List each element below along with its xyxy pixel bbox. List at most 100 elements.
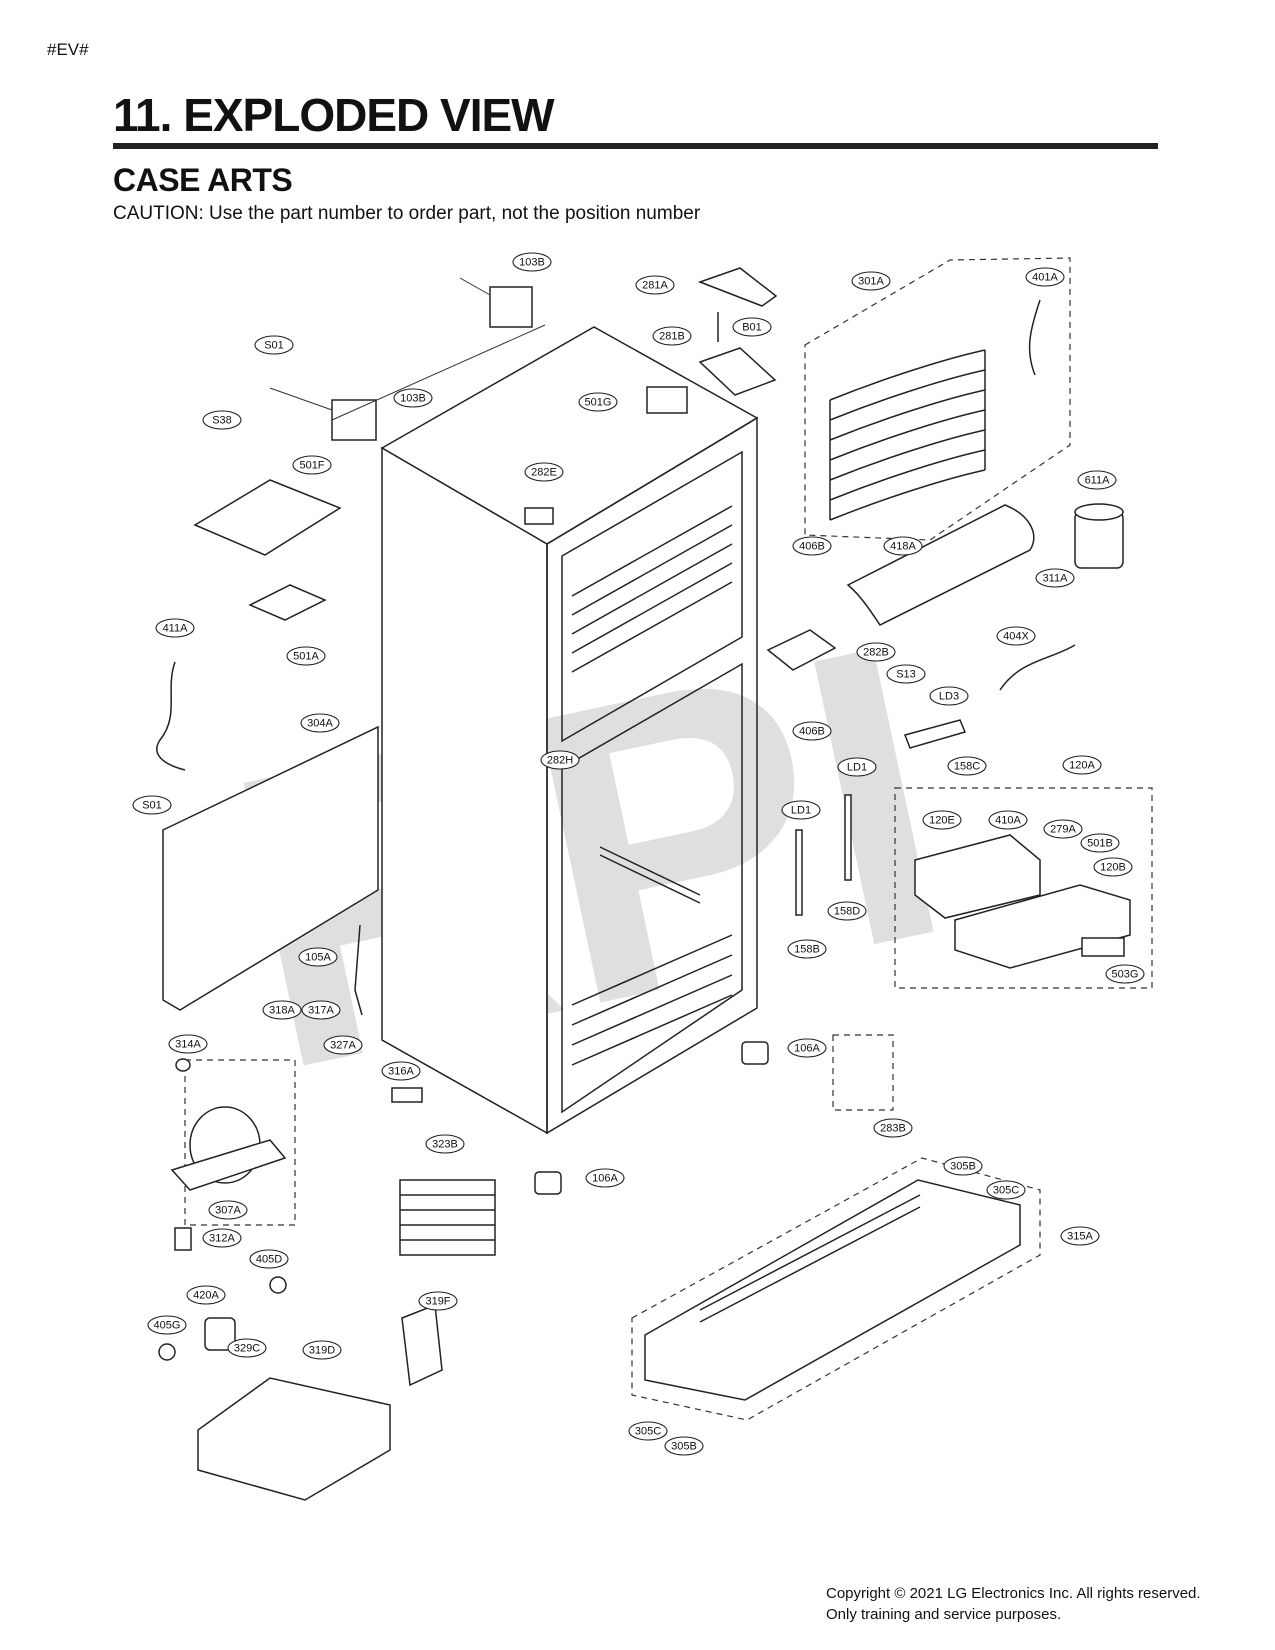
- part-319f: [401, 1303, 443, 1387]
- callout-label: 301A: [858, 275, 884, 287]
- callout-label: S38: [212, 414, 232, 426]
- callout-501a: 501A: [286, 646, 326, 666]
- callout-bubble: [1093, 857, 1133, 877]
- callout-bubble: [787, 939, 827, 959]
- callout-bubble: [155, 618, 195, 638]
- callout-label: 282E: [531, 466, 557, 478]
- callout-label: 314A: [175, 1038, 201, 1050]
- callout-s01: S01: [254, 335, 294, 355]
- callout-label: 305B: [671, 1440, 697, 1452]
- callout-bubble: [1105, 964, 1145, 984]
- callout-label: 611A: [1085, 474, 1111, 486]
- callout-label: 318A: [269, 1004, 295, 1016]
- callout-418a: 418A: [883, 536, 923, 556]
- callout-103b: 103B: [393, 388, 433, 408]
- callout-bubble: [578, 392, 618, 412]
- callout-307a: 307A: [208, 1200, 248, 1220]
- callout-label: 311A: [1043, 572, 1069, 584]
- callout-label: 120E: [929, 814, 955, 826]
- callout-304a: 304A: [300, 713, 340, 733]
- callout-label: LD1: [791, 804, 811, 816]
- part-106a: [534, 1041, 769, 1195]
- callout-label: 279A: [1050, 823, 1076, 835]
- part-315a: [631, 1157, 1041, 1421]
- callout-282h: 282H: [540, 750, 580, 770]
- callout-label: 158C: [954, 760, 980, 772]
- callout-label: 406B: [799, 725, 825, 737]
- callout-120b: 120B: [1093, 857, 1133, 877]
- callout-label: 501A: [293, 650, 319, 662]
- part-314a: [175, 1058, 191, 1072]
- callout-bubble: [524, 462, 564, 482]
- callout-bubble: [540, 750, 580, 770]
- part-311a: [846, 504, 1035, 626]
- callout-label: 106A: [794, 1042, 820, 1054]
- callout-label: 282H: [547, 754, 573, 766]
- callout-327a: 327A: [323, 1035, 363, 1055]
- callout-bubble: [202, 410, 242, 430]
- callout-label: 158B: [794, 943, 820, 955]
- part-282b: [766, 629, 837, 671]
- callout-s38: S38: [202, 410, 242, 430]
- callout-bubble: [300, 713, 340, 733]
- title-rule: [113, 143, 1158, 149]
- callout-bubble: [873, 1118, 913, 1138]
- bracket-103b: [269, 277, 546, 441]
- callout-283b: 283B: [873, 1118, 913, 1138]
- part-405g: [158, 1343, 176, 1361]
- callout-bubble: [1077, 470, 1117, 490]
- callout-406b: 406B: [792, 536, 832, 556]
- callout-120a: 120A: [1062, 755, 1102, 775]
- callout-label: 401A: [1032, 271, 1058, 283]
- callout-bubble: [1025, 267, 1065, 287]
- part-307a: [170, 1059, 296, 1226]
- fridge-shelf: [571, 934, 733, 1066]
- callout-label: 329C: [234, 1342, 260, 1354]
- callout-ld3: LD3: [929, 686, 969, 706]
- callout-s13: S13: [886, 664, 926, 684]
- callout-bubble: [323, 1035, 363, 1055]
- callout-bubble: [254, 335, 294, 355]
- callout-282e: 282E: [524, 462, 564, 482]
- part-304a: [162, 725, 379, 1011]
- cabinet: [380, 326, 759, 1135]
- callout-label: 501B: [1087, 837, 1113, 849]
- part-501a: [248, 584, 327, 621]
- callout-bubble: [851, 271, 891, 291]
- callout-bubble: [298, 947, 338, 967]
- callout-bubble: [1080, 833, 1120, 853]
- callout-label: S13: [896, 668, 916, 680]
- callout-404x: 404X: [996, 626, 1036, 646]
- part-105a: [354, 924, 363, 1016]
- callout-label: 319F: [425, 1295, 450, 1307]
- callout-label: 404X: [1003, 630, 1029, 642]
- callout-318a: 318A: [262, 1000, 302, 1020]
- callout-bubble: [664, 1436, 704, 1456]
- page-tag: #EV#: [47, 40, 89, 59]
- callout-bubble: [827, 901, 867, 921]
- callout-label: 105A: [305, 951, 331, 963]
- callout-319f: 319F: [418, 1291, 458, 1311]
- callout-bubble: [1043, 819, 1083, 839]
- callout-label: 283B: [880, 1122, 906, 1134]
- callout-401a: 401A: [1025, 267, 1065, 287]
- callout-label: 305B: [950, 1160, 976, 1172]
- callout-bubble: [202, 1228, 242, 1248]
- callout-bubble: [732, 317, 772, 337]
- part-316a: [391, 1087, 423, 1103]
- callout-bubble: [856, 642, 896, 662]
- callout-label: 281B: [659, 330, 685, 342]
- callout-label: 158D: [834, 905, 860, 917]
- evaporator-301a: [804, 257, 1071, 541]
- callout-281b: 281B: [652, 326, 692, 346]
- callout-bubble: [249, 1249, 289, 1269]
- callout-bubble: [1062, 755, 1102, 775]
- callout-103b: 103B: [512, 252, 552, 272]
- page-title: 11. EXPLODED VIEW: [113, 89, 555, 141]
- callout-bubble: [943, 1156, 983, 1176]
- callout-b01: B01: [732, 317, 772, 337]
- callout-158d: 158D: [827, 901, 867, 921]
- callout-316a: 316A: [381, 1061, 421, 1081]
- callout-314a: 314A: [168, 1034, 208, 1054]
